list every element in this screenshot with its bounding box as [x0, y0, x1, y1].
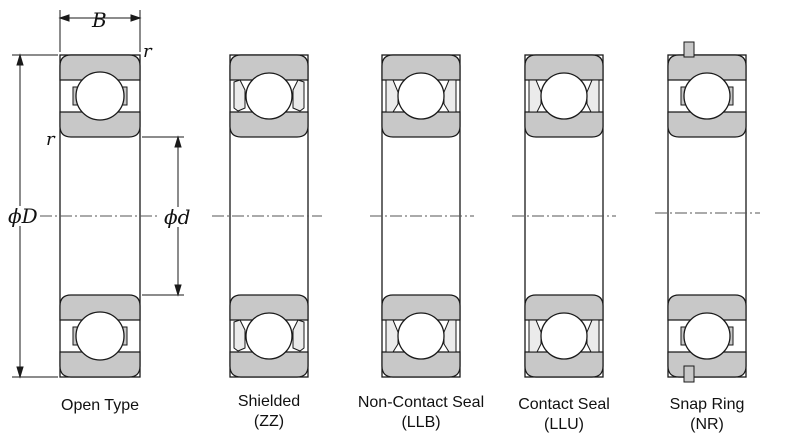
type-code: (LLU): [543, 416, 584, 433]
nr-bottom-section: [667, 294, 747, 383]
caption-snap-ring: Snap Ring (NR): [647, 395, 767, 435]
nr-top-section: [667, 41, 747, 138]
ball-icon: [683, 72, 731, 120]
caption-contact-seal: Contact Seal (LLU): [504, 395, 624, 435]
ball-icon: [540, 312, 588, 360]
ball-icon: [540, 72, 588, 120]
ball-icon: [397, 312, 445, 360]
type-name: Shielded: [237, 393, 301, 410]
bore-diameter-label: ϕd: [164, 205, 191, 229]
type-name: Open Type: [61, 397, 139, 414]
llu-bottom-section: [524, 294, 604, 378]
ball-icon: [245, 312, 293, 360]
bearing-snap-ring: [655, 41, 760, 383]
type-name: Snap Ring: [669, 396, 745, 413]
ball-icon: [75, 311, 125, 361]
snap-ring-bottom: [683, 365, 695, 383]
caption-non-contact-seal: Non-Contact Seal (LLB): [338, 393, 504, 433]
type-name: Non-Contact Seal: [357, 394, 485, 411]
llb-top-section: [381, 54, 461, 138]
snap-ring-top: [683, 41, 695, 58]
ball-icon: [683, 312, 731, 360]
caption-open-type: Open Type: [40, 396, 160, 416]
llu-top-section: [524, 54, 604, 138]
radius-label-side: r: [46, 129, 55, 150]
bearing-non-contact-seal: [370, 54, 474, 378]
ball-icon: [397, 72, 445, 120]
shielded-top-section: [229, 54, 309, 138]
caption-shielded: Shielded (ZZ): [209, 392, 329, 432]
ball-icon: [75, 71, 125, 121]
open-bottom-section: [59, 294, 141, 378]
type-name: Contact Seal: [518, 396, 610, 413]
radius-label-top: r: [143, 41, 152, 62]
llb-bottom-section: [381, 294, 461, 378]
type-code: (NR): [690, 416, 724, 433]
type-code: (ZZ): [253, 413, 285, 430]
bearing-open-type: [40, 54, 160, 378]
open-top-section: [59, 54, 141, 138]
shielded-bottom-section: [229, 294, 309, 378]
width-dimension-label: B: [92, 8, 107, 32]
outer-diameter-label: ϕD: [8, 204, 38, 228]
ball-icon: [245, 72, 293, 120]
bearing-contact-seal: [512, 54, 616, 378]
type-code: (LLB): [401, 414, 441, 431]
bearing-shielded: [212, 54, 322, 378]
